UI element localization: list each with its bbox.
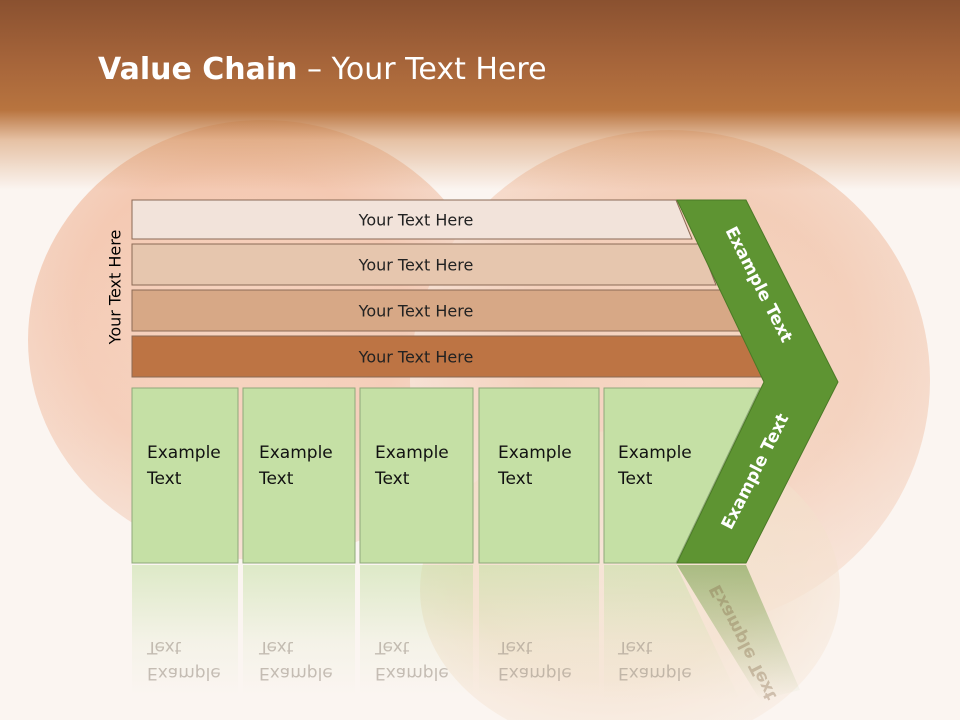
cell-label: Example Text — [259, 443, 333, 489]
primary-activity-cell — [359, 387, 474, 564]
header-band — [0, 0, 960, 190]
value-chain-row-label: Your Text Here — [358, 211, 474, 230]
value-chain-row-label: Your Text Here — [358, 256, 474, 275]
value-chain-row-label: Your Text Here — [358, 348, 474, 367]
cell-label-reflection: Example Text — [498, 637, 572, 683]
cell-reflection — [243, 565, 355, 695]
cell-label-reflection: Example Text — [618, 637, 692, 683]
margin-chevron — [676, 199, 839, 564]
title-rest: – Your Text Here — [297, 52, 547, 87]
cell-label-reflection: Example Text — [375, 637, 449, 683]
cell-reflection — [604, 565, 740, 700]
title-bold: Value Chain — [98, 52, 298, 87]
primary-activity-cell — [242, 387, 356, 564]
value-chain-row — [131, 243, 717, 286]
slide-title: Value Chain – Your Text Here — [98, 52, 547, 87]
primary-activity-cell — [603, 387, 761, 564]
cell-label: Example Text — [147, 443, 221, 489]
value-chain-row-label: Your Text Here — [358, 302, 474, 321]
primary-activity-cell — [478, 387, 600, 564]
cell-label-reflection: Example Text — [147, 637, 221, 683]
cell-label: Example Text — [375, 443, 449, 489]
cell-reflection — [479, 565, 599, 695]
chevron-reflection — [677, 565, 800, 700]
cell-label: Example Text — [618, 443, 692, 489]
cell-label-reflection: Example Text — [259, 637, 333, 683]
cell-reflection — [360, 565, 473, 695]
cell-reflection — [132, 565, 238, 695]
primary-activity-cell — [131, 387, 239, 564]
value-chain-row — [131, 199, 693, 240]
cell-label: Example Text — [498, 443, 572, 489]
